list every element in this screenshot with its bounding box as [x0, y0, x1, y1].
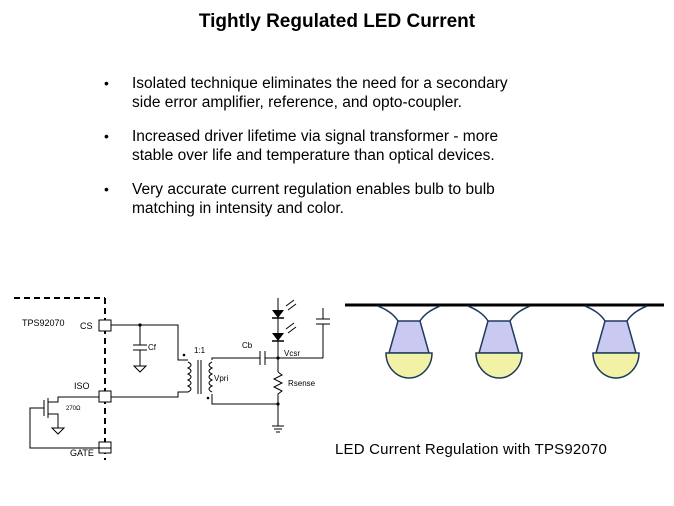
bulb-icon [467, 305, 531, 379]
bullet-line: matching in intensity and color. [132, 200, 344, 217]
bullet-item: • Very accurate current regulation enabl… [104, 180, 584, 218]
led-icon [272, 299, 297, 319]
pin-iso: ISO [74, 381, 112, 403]
bullet-line: Increased driver lifetime via signal tra… [132, 128, 499, 145]
bullet-line: Very accurate current regulation enables… [132, 181, 495, 198]
bullet-line: stable over life and temperature than op… [132, 147, 495, 164]
led-icon [272, 322, 297, 342]
bullet-line: side error amplifier, reference, and opt… [132, 94, 462, 111]
ratio-label: 1:1 [194, 346, 206, 355]
bullet-list: • Isolated technique eliminates the need… [104, 74, 584, 233]
slide-title: Tightly Regulated LED Current [198, 11, 476, 32]
bullet-dot-icon: • [104, 181, 109, 197]
pin-cs-label: CS [80, 321, 93, 331]
vcsr-label: Vcsr [284, 349, 300, 358]
cf-label: Cf [148, 343, 157, 352]
pin-gate: GATE [70, 441, 112, 458]
bullet-item: • Increased driver lifetime via signal t… [104, 127, 584, 165]
pin-iso-label: ISO [74, 381, 90, 391]
vpri-label: Vpri [214, 374, 228, 383]
chip-label: TPS92070 [22, 318, 65, 328]
circuit-wires [29, 298, 330, 449]
bulb-icon [377, 305, 441, 379]
resistor-value-label: 270Ω [66, 406, 81, 412]
bullet-dot-icon: • [104, 75, 109, 91]
diagram-caption: LED Current Regulation with TPS92070 [335, 441, 608, 458]
bullet-line: Isolated technique eliminates the need f… [132, 75, 508, 92]
pin-gate-label: GATE [70, 448, 94, 458]
junction-dots [138, 323, 280, 406]
bulb-icon [584, 305, 648, 379]
cb-label: Cb [242, 341, 253, 350]
rsense-label: Rsense [288, 379, 316, 388]
pin-cs: CS [80, 319, 112, 332]
circuit-diagram: TPS92070 CS ISO GATE [14, 297, 664, 460]
bullet-item: • Isolated technique eliminates the need… [104, 74, 584, 112]
chip-boundary [14, 297, 106, 460]
bullet-dot-icon: • [104, 128, 109, 144]
